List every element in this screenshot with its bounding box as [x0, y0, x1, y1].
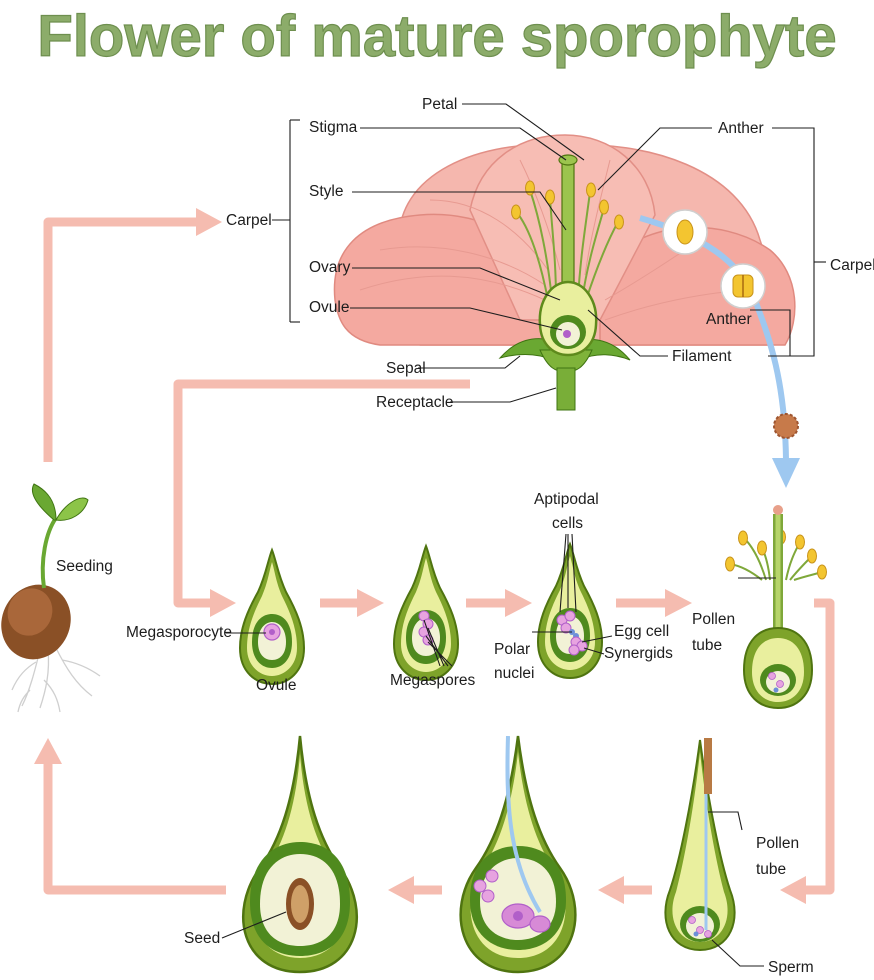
- label-carpel-right: Carpel: [830, 257, 874, 274]
- label-megaspores: Megaspores: [390, 672, 476, 689]
- label-antipodal-line1: Aptipodal: [534, 491, 599, 508]
- label-megasporocyte: Megasporocyte: [126, 624, 232, 641]
- label-receptacle: Receptacle: [376, 394, 454, 411]
- label-pollen-tube-1-line2: tube: [692, 637, 722, 654]
- label-sperm: Sperm: [768, 959, 814, 976]
- label-pollen-tube-2-line1: Pollen: [756, 835, 799, 852]
- stage-megasporocyte: [239, 549, 305, 685]
- label-anther-mid: Anther: [706, 311, 752, 328]
- label-seed: Seed: [184, 930, 220, 947]
- label-polar-line2: nuclei: [494, 665, 535, 682]
- pollen-transfer-path: [639, 209, 800, 488]
- stage-megaspores: [393, 545, 459, 681]
- label-ovule-stage: Ovule: [256, 677, 297, 694]
- stigma: [558, 154, 578, 166]
- label-carpel-left: Carpel: [226, 212, 272, 229]
- stage-pollinated-pistil: [725, 505, 827, 710]
- flower-illustration: [333, 134, 796, 411]
- label-pollen-tube-1-line1: Pollen: [692, 611, 735, 628]
- label-ovary: Ovary: [309, 259, 351, 276]
- label-polar-line1: Polar: [494, 641, 530, 658]
- stage-seed: [241, 735, 359, 974]
- label-egg-cell: Egg cell: [614, 623, 669, 640]
- label-filament: Filament: [672, 348, 732, 365]
- label-style: Style: [309, 183, 343, 200]
- flower-leaders: [272, 103, 826, 403]
- label-seeding: Seeding: [56, 558, 113, 575]
- flower-stem: [556, 367, 576, 411]
- stage-zygote: [459, 735, 577, 974]
- label-anther-top: Anther: [718, 120, 764, 137]
- label-pollen-tube-2-line2: tube: [756, 861, 786, 878]
- label-synergids: Synergids: [604, 645, 673, 662]
- label-stigma: Stigma: [309, 119, 358, 136]
- label-antipodal-line2: cells: [552, 515, 583, 532]
- cycle-arrows: [34, 208, 835, 904]
- stage-fertilization: [664, 738, 736, 952]
- label-ovule: Ovule: [309, 299, 350, 316]
- label-petal: Petal: [422, 96, 457, 113]
- stage-embryo-sac: [537, 543, 603, 679]
- label-sepal: Sepal: [386, 360, 426, 377]
- pollen-grain: [773, 413, 799, 439]
- diagram-title: Flower of mature sporophyte: [37, 4, 836, 69]
- seedling-illustration: [1, 483, 101, 713]
